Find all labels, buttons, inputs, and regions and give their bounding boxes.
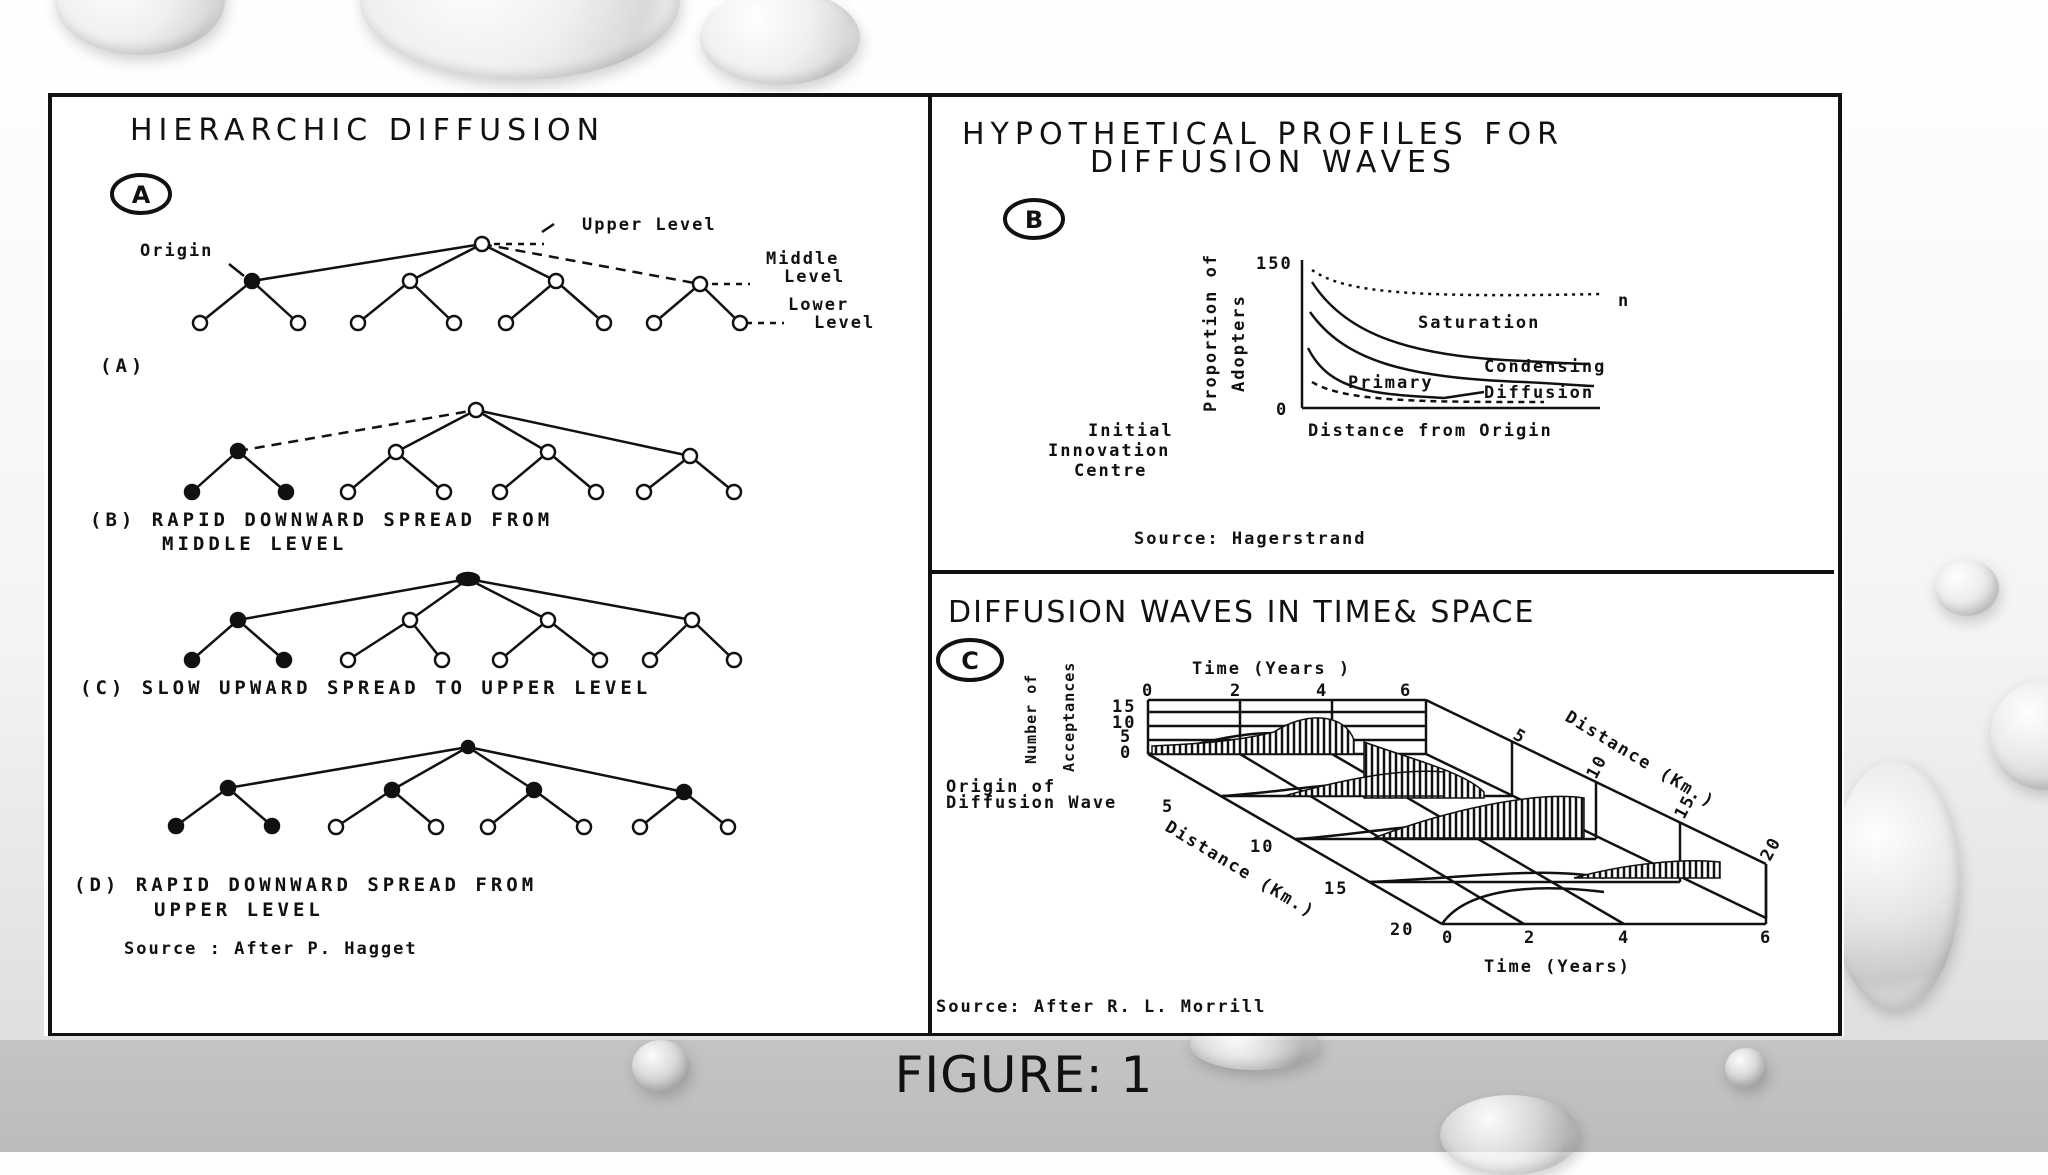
panel-a-source: Source : After P. Hagget: [124, 939, 418, 959]
panel-b-axes: [1300, 260, 1600, 410]
panel-b-n-label: n: [1618, 291, 1630, 311]
label-middle-level: Middle: [766, 249, 839, 269]
panel-b: HYPOTHETICAL PROFILES FOR DIFFUSION WAVE…: [962, 117, 1630, 549]
panel-a-badge-circle: [110, 173, 172, 215]
water-drop-decoration: [1935, 560, 1999, 616]
water-drop-decoration: [632, 1040, 690, 1092]
figure-caption: FIGURE: 1: [894, 1046, 1154, 1104]
panel-b-title: HYPOTHETICAL PROFILES FOR: [962, 117, 1564, 152]
panel-a-badge: A: [132, 181, 151, 209]
panel-c-dist-left-label: Distance (Km.): [1161, 817, 1318, 922]
tree-a: [199, 222, 784, 325]
time-top-tick: 0: [1142, 681, 1154, 701]
y-tick: 10: [1112, 713, 1136, 733]
time-bottom-tick: 6: [1760, 928, 1772, 948]
panel-b-badge-circle: [1003, 198, 1065, 240]
wave-profile-0: [1151, 717, 1355, 755]
panel-c-wave-fills: [1151, 717, 1721, 879]
water-drop-decoration: [360, 0, 680, 80]
panel-b-curves: [1306, 268, 1603, 404]
panel-c-time-top-label: Time (Years ): [1192, 659, 1351, 679]
time-top-tick: 4: [1316, 681, 1328, 701]
dist-left-tick: 20: [1390, 920, 1414, 940]
water-drop-decoration: [700, 0, 860, 85]
time-top-tick: 2: [1230, 681, 1242, 701]
y-tick: 15: [1112, 697, 1136, 717]
subfigure-b-label: (B) RAPID DOWNWARD SPREAD FROM: [90, 509, 553, 531]
label-lower-level: Lower: [788, 295, 849, 315]
panel-c-ylabel-2: Acceptances: [1060, 662, 1078, 772]
bottom-band: [0, 1040, 2048, 1152]
panel-b-ymax: 150: [1256, 254, 1293, 274]
time-bottom-tick: 4: [1618, 928, 1630, 948]
water-drop-decoration: [1725, 1048, 1767, 1088]
dist-left-tick: 15: [1324, 879, 1348, 899]
panel-c-badge-circle: [936, 638, 1004, 682]
panel-b-badge: B: [1025, 206, 1043, 234]
label-lower-level-2: Level: [814, 313, 875, 333]
subfigure-a-label: (A): [100, 355, 146, 377]
curve-condensing-label: Condensing: [1484, 357, 1606, 377]
tree-d-nodes: [167, 739, 737, 836]
curve-saturation-label: Saturation: [1418, 313, 1540, 333]
figure-drawing: HIERARCHIC DIFFUSION A Origin U: [48, 93, 1842, 1036]
panel-c: DIFFUSION WAVES IN TIME& SPACE C Time (Y…: [936, 595, 1786, 1017]
figure-panel: HIERARCHIC DIFFUSION A Origin U: [44, 92, 1844, 1036]
time-bottom-tick: 2: [1524, 928, 1536, 948]
panel-c-origin-label: Origin of: [946, 777, 1056, 797]
label-origin: Origin: [140, 241, 213, 261]
panel-b-origin-label: Initial: [1088, 421, 1174, 441]
panel-c-ylabel: Number of: [1022, 674, 1040, 764]
label-upper-level: Upper Level: [582, 215, 717, 235]
wave-profile-2: [1283, 770, 1445, 797]
panel-b-ymin: 0: [1276, 400, 1288, 420]
panel-b-origin-label-2: Innovation: [1048, 441, 1170, 461]
panel-a: HIERARCHIC DIFFUSION A Origin U: [74, 113, 875, 959]
panel-c-badge: C: [961, 647, 979, 675]
tree-d: [175, 745, 729, 829]
tree-c-nodes: [183, 571, 743, 669]
panel-b-origin-label-3: Centre: [1074, 461, 1147, 481]
tree-a-nodes: [191, 235, 749, 332]
dist-left-tick: 10: [1250, 837, 1274, 857]
water-drop-decoration: [1830, 760, 1960, 1010]
subfigure-d-label-2: UPPER LEVEL: [154, 899, 324, 921]
wave-profile-4: [1573, 860, 1721, 879]
wave-profile-3: [1373, 795, 1585, 839]
subfigure-c-label: (C) SLOW UPWARD SPREAD TO UPPER LEVEL: [80, 677, 651, 699]
water-drop-decoration: [1990, 680, 2048, 790]
curve-diffusion-label: Diffusion: [1484, 383, 1594, 403]
water-drop-decoration: [1440, 1095, 1580, 1175]
tree-b: [191, 408, 735, 493]
tree-b-nodes: [183, 401, 743, 501]
panel-b-ylabel-2: Adopters: [1229, 294, 1249, 392]
curve-primary-label: Primary: [1348, 373, 1434, 393]
subfigure-b-label-2: MIDDLE LEVEL: [162, 533, 347, 555]
time-bottom-tick: 0: [1442, 928, 1454, 948]
dist-right-tick: 20: [1757, 833, 1786, 864]
water-drop-decoration: [55, 0, 225, 55]
panel-c-time-bottom-label: Time (Years): [1484, 957, 1631, 977]
panel-b-title-2: DIFFUSION WAVES: [1090, 145, 1457, 180]
panel-c-origin-label-2: Diffusion Wave: [946, 793, 1117, 813]
y-tick: 5: [1120, 727, 1132, 747]
label-middle-level-2: Level: [784, 267, 845, 287]
panel-b-source: Source: Hagerstrand: [1134, 529, 1366, 549]
tree-c: [191, 577, 735, 662]
outer-frame: [48, 93, 1842, 1036]
panel-b-ylabel: Proportion of: [1201, 253, 1221, 412]
panel-a-title: HIERARCHIC DIFFUSION: [130, 113, 605, 148]
panel-c-dist-right-label: Distance (Km.): [1561, 707, 1718, 812]
panel-c-title: DIFFUSION WAVES IN TIME& SPACE: [948, 595, 1535, 630]
panel-c-source: Source: After R. L. Morrill: [936, 997, 1266, 1017]
panel-b-xlabel: Distance from Origin: [1308, 421, 1553, 441]
dist-left-tick: 5: [1162, 797, 1174, 817]
y-tick: 0: [1120, 743, 1132, 763]
time-top-tick: 6: [1400, 681, 1412, 701]
subfigure-d-label: (D) RAPID DOWNWARD SPREAD FROM: [74, 874, 537, 896]
